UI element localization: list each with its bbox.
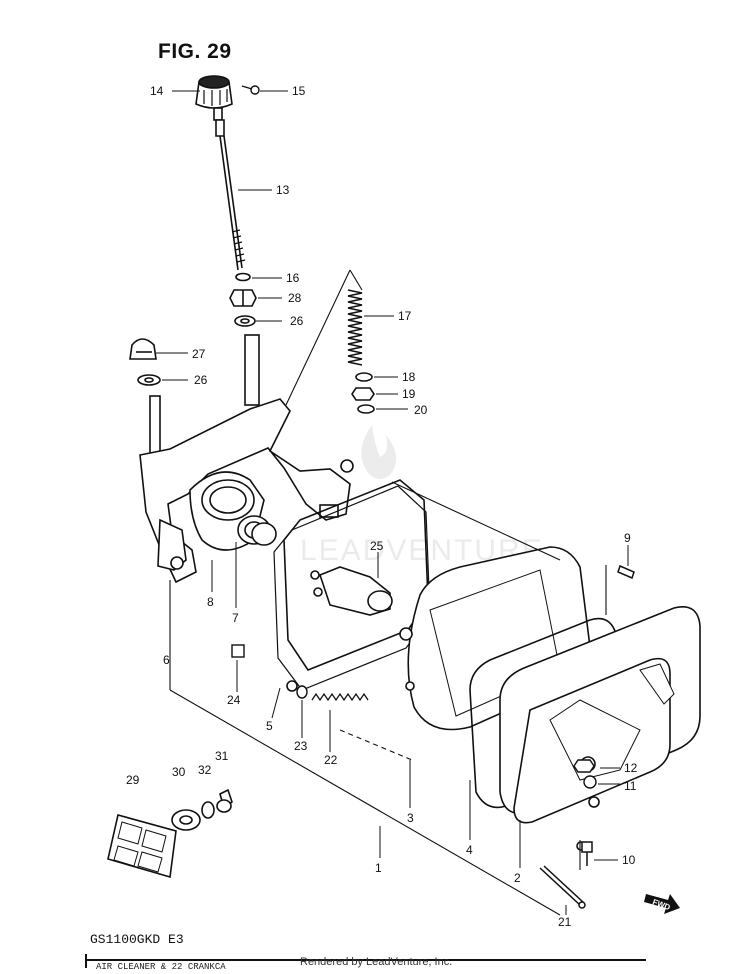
callout-13: 13: [276, 183, 290, 197]
callout-18: 18: [402, 370, 416, 384]
callout-23: 23: [294, 739, 308, 753]
callout-3: 3: [407, 811, 414, 825]
callout-leader-lines: [156, 90, 629, 915]
forward-arrow-icon: FWD: [644, 894, 680, 914]
callout-14: 14: [150, 84, 164, 98]
washer-26b-part: [137, 374, 161, 386]
callout-26a: 26: [290, 314, 304, 328]
model-code: GS1100GKD E3: [90, 932, 184, 947]
adjuster-rod-part: [215, 119, 246, 271]
headlamp-bracket-part: [139, 334, 354, 584]
nut-19-part: [351, 387, 375, 401]
callout-6: 6: [163, 653, 170, 667]
callout-16: 16: [286, 271, 300, 285]
screw-10-part: [581, 841, 593, 866]
nut-28-part: [229, 289, 257, 307]
callout-4: 4: [466, 843, 473, 857]
callout-25: 25: [370, 539, 384, 553]
footer-credit: Rendered by LeadVenture, Inc.: [300, 956, 453, 968]
callout-2: 2: [514, 871, 521, 885]
callout-12: 12: [624, 761, 638, 775]
screw-15-part: [241, 85, 260, 95]
spring-22-part: [311, 692, 369, 702]
callout-32: 32: [198, 763, 212, 777]
reflector-29-part: [107, 814, 177, 879]
callout-17: 17: [398, 309, 412, 323]
nut-12-part: [573, 759, 595, 773]
callout-29: 29: [126, 773, 140, 787]
washer-18-part: [355, 372, 373, 382]
screw-9-part: [617, 564, 635, 580]
callout-15: 15: [292, 84, 306, 98]
wing-nut-31-part: [216, 788, 233, 813]
cap-nut-27-part: [129, 338, 157, 360]
callout-11: 11: [624, 779, 637, 793]
callout-22: 22: [324, 753, 338, 767]
callout-1: 1: [375, 861, 382, 875]
spring-17-part: [347, 289, 363, 366]
washer-20-part: [357, 404, 375, 414]
figure-title: FIG. 29: [158, 40, 232, 63]
callout-20: 20: [414, 403, 428, 417]
adjuster-knob-part: [195, 75, 233, 121]
callout-9: 9: [624, 531, 631, 545]
assembly-guide-lines: [169, 269, 607, 916]
washer-16-part: [235, 272, 251, 282]
callout-30: 30: [172, 765, 186, 779]
grommet-30-part: [171, 809, 201, 831]
washer-23-part: [296, 685, 308, 699]
footer-left-text: AIR CLEANER & 22 CRANKCA: [96, 962, 226, 972]
callout-27: 27: [192, 347, 206, 361]
callout-19: 19: [402, 387, 416, 401]
callout-24: 24: [227, 693, 241, 707]
callout-labels: 14 15 13 16 28 26 17 27 26 18 19 20 9 25…: [126, 84, 638, 929]
callout-7: 7: [232, 611, 239, 625]
washer-32-part: [201, 801, 215, 819]
bulb-25-part: [310, 566, 393, 616]
screw-21-part: [539, 865, 586, 909]
socket-7-part: [237, 515, 277, 546]
spring-11-part: [583, 775, 597, 789]
callout-28: 28: [288, 291, 302, 305]
callout-10: 10: [622, 853, 636, 867]
callout-8: 8: [207, 595, 214, 609]
callout-21: 21: [558, 915, 572, 929]
footer-rule: [85, 954, 646, 968]
nut-24-part: [231, 644, 245, 658]
callout-26b: 26: [194, 373, 208, 387]
callout-31: 31: [215, 749, 229, 763]
washer-26a-part: [234, 315, 256, 327]
callout-5: 5: [266, 719, 273, 733]
